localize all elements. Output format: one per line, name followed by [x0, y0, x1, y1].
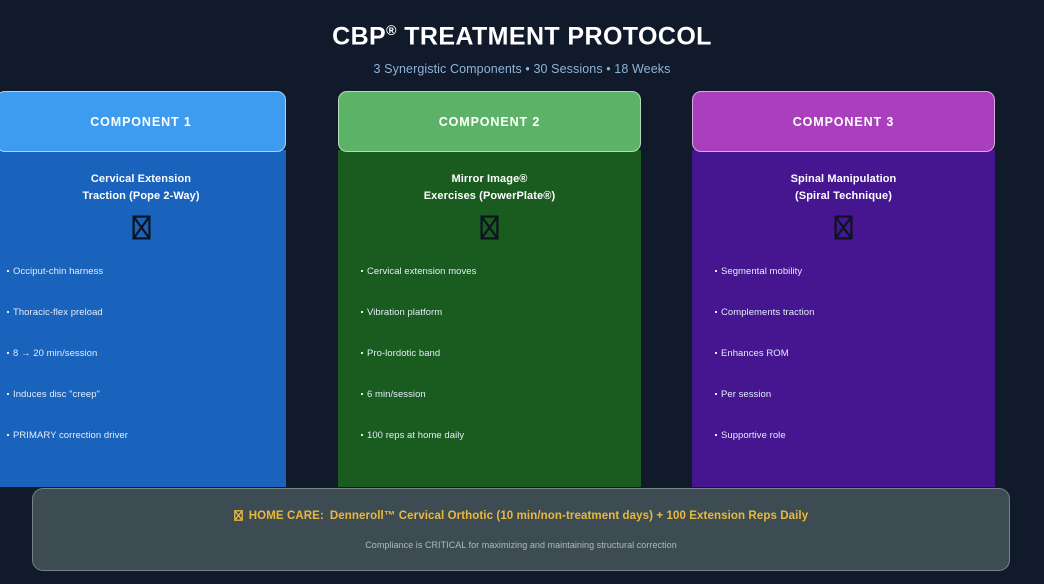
bullet-dot — [361, 269, 363, 272]
bullet-dot — [715, 433, 717, 436]
component-1-title-line1: Cervical Extension — [90, 173, 192, 185]
home-care-banner: HOME CARE: Denneroll™ Cervical Orthotic … — [32, 488, 1010, 571]
page-title-rest: TREATMENT PROTOCOL — [396, 22, 712, 51]
missing-glyph-box-icon — [480, 215, 499, 240]
list-item-label: Enhances ROM — [721, 348, 789, 359]
missing-glyph-box-icon — [233, 510, 243, 521]
page-subtitle: 3 Synergistic Components • 30 Sessions •… — [373, 62, 671, 77]
page-title: CBP® TREATMENT PROTOCOL — [0, 22, 1044, 51]
component-2-icon-wrap — [338, 204, 641, 240]
list-item-label: Cervical extension moves — [367, 266, 477, 277]
bullet-dot — [7, 433, 9, 436]
component-3-title-line2: (Spiral Technique) — [795, 189, 892, 202]
list-item: Enhances ROM — [692, 349, 995, 390]
bullet-dot — [715, 269, 717, 272]
component-2-bullets: Cervical extension moves Vibration platf… — [338, 240, 641, 472]
list-item: Cervical extension moves — [338, 267, 641, 308]
components-row: COMPONENT 1 Cervical Extension Traction … — [0, 91, 1044, 487]
component-3-icon-wrap — [692, 204, 995, 240]
bullet-dot — [7, 269, 9, 272]
missing-glyph-box-icon — [834, 215, 853, 240]
list-item: 100 reps at home daily — [338, 431, 641, 472]
list-item-label: 6 min/session — [367, 389, 426, 400]
list-item: Thoracic-flex preload — [0, 308, 286, 349]
bullet-dot — [715, 351, 717, 354]
list-item: 6 min/session — [338, 390, 641, 431]
list-item: Supportive role — [692, 431, 995, 472]
list-item-label: Occiput-chin harness — [13, 266, 104, 277]
list-item-label: 8 → 20 min/session — [13, 348, 98, 359]
component-1-badge: COMPONENT 1 — [0, 91, 286, 152]
component-3-title: Spinal Manipulation (Spiral Technique) — [692, 150, 995, 204]
list-item-label: Induces disc "creep" — [13, 389, 100, 400]
bullet-dot — [7, 310, 9, 313]
component-1-body: Cervical Extension Traction (Pope 2-Way)… — [0, 150, 286, 487]
bullet-dot — [361, 310, 363, 313]
component-card-1: COMPONENT 1 Cervical Extension Traction … — [0, 91, 286, 487]
list-item-label: Pro-lordotic band — [367, 348, 441, 359]
component-3-title-line1: Spinal Manipulation — [790, 173, 897, 185]
list-item-label: Complements traction — [721, 307, 815, 318]
list-item-label: 100 reps at home daily — [367, 430, 465, 441]
page-title-main: CBP — [332, 22, 387, 51]
home-care-label: HOME CARE: — [248, 509, 324, 522]
list-item: Pro-lordotic band — [338, 349, 641, 390]
bullet-dot — [715, 310, 717, 313]
component-1-icon-wrap — [0, 204, 286, 240]
list-item: Segmental mobility — [692, 267, 995, 308]
component-3-bullets: Segmental mobility Complements traction … — [692, 240, 995, 472]
bullet-dot — [7, 351, 9, 354]
home-care-text: Denneroll™ Cervical Orthotic (10 min/non… — [329, 509, 809, 522]
component-card-2: COMPONENT 2 Mirror Image® Exercises (Pow… — [338, 91, 641, 487]
list-item: Induces disc "creep" — [0, 390, 286, 431]
list-item-label: Thoracic-flex preload — [13, 307, 103, 318]
list-item: 8 → 20 min/session — [0, 349, 286, 390]
page-header: CBP® TREATMENT PROTOCOL 3 Synergistic Co… — [0, 0, 1044, 76]
bullet-dot — [715, 392, 717, 395]
list-item: Occiput-chin harness — [0, 267, 286, 308]
component-card-3: COMPONENT 3 Spinal Manipulation (Spiral … — [692, 91, 995, 487]
list-item-label: Vibration platform — [367, 307, 443, 318]
component-2-title: Mirror Image® Exercises (PowerPlate®) — [338, 150, 641, 204]
home-care-main-line: HOME CARE: Denneroll™ Cervical Orthotic … — [233, 509, 809, 522]
component-2-badge: COMPONENT 2 — [338, 91, 641, 152]
list-item-label: Supportive role — [721, 430, 786, 441]
component-1-title: Cervical Extension Traction (Pope 2-Way) — [0, 150, 286, 204]
list-item-label: Per session — [721, 389, 772, 400]
component-1-bullets: Occiput-chin harness Thoracic-flex prelo… — [0, 240, 286, 472]
list-item: Complements traction — [692, 308, 995, 349]
component-3-badge: COMPONENT 3 — [692, 91, 995, 152]
list-item: PRIMARY correction driver — [0, 431, 286, 472]
component-2-body: Mirror Image® Exercises (PowerPlate®) Ce… — [338, 150, 641, 487]
registered-mark: ® — [386, 22, 397, 38]
list-item-label: Segmental mobility — [721, 266, 803, 277]
list-item: Vibration platform — [338, 308, 641, 349]
component-1-title-line2: Traction (Pope 2-Way) — [82, 189, 200, 202]
component-2-title-line1: Mirror Image® — [451, 173, 528, 185]
bullet-dot — [7, 392, 9, 395]
list-item-label: PRIMARY correction driver — [13, 430, 128, 441]
bullet-dot — [361, 433, 363, 436]
missing-glyph-box-icon — [132, 215, 151, 240]
bullet-dot — [361, 351, 363, 354]
component-3-body: Spinal Manipulation (Spiral Technique) S… — [692, 150, 995, 487]
compliance-note: Compliance is CRITICAL for maximizing an… — [365, 539, 677, 550]
list-item: Per session — [692, 390, 995, 431]
bullet-dot — [361, 392, 363, 395]
component-2-title-line2: Exercises (PowerPlate®) — [423, 189, 556, 202]
